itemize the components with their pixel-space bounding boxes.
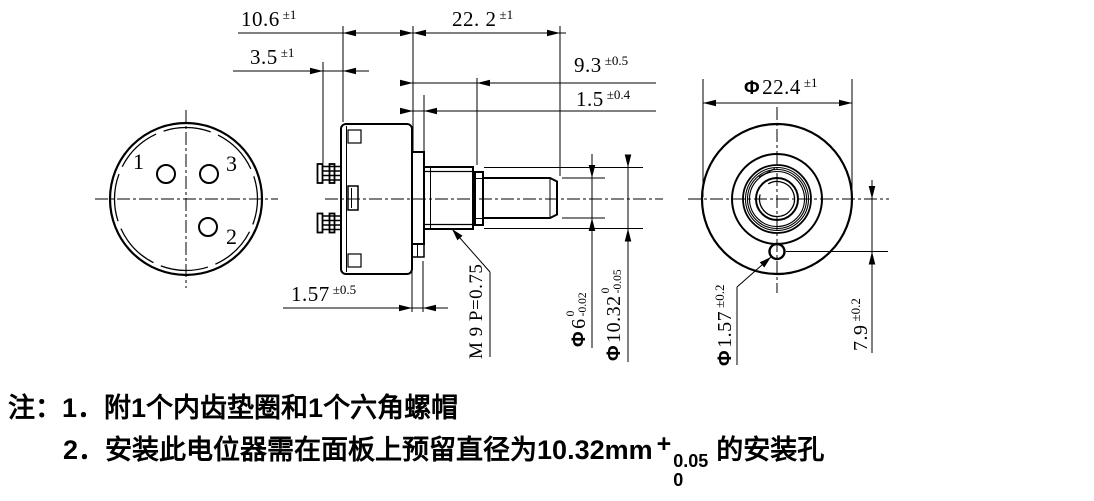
terminal-label-2: 2 bbox=[226, 224, 237, 249]
note-line-1: 注：1．附1个内齿垫圈和1个六角螺帽 bbox=[8, 390, 824, 426]
dim-10-6: 10.6±1 bbox=[241, 7, 297, 31]
dim-1-5: 1.5±0.4 bbox=[576, 87, 631, 111]
note1-text: 附1个内齿垫圈和1个六角螺帽 bbox=[104, 393, 459, 423]
note2-tolerance-plus: + bbox=[656, 430, 672, 458]
side-view bbox=[316, 123, 663, 275]
note2-text-pre: 安装此电位器需在面板上预留直径为10.32mm bbox=[105, 435, 653, 465]
dimension-arrows bbox=[310, 29, 876, 312]
dim-1-57-side: 1.57±0.5 bbox=[291, 282, 357, 306]
note1-number: 1． bbox=[62, 393, 105, 423]
note-prefix: 注： bbox=[8, 393, 62, 423]
dim-m9-thread: M 9 P=0.75 bbox=[466, 263, 487, 359]
dim-phi-22-4: Φ22.4±1 bbox=[744, 75, 818, 99]
terminal-label-1: 1 bbox=[133, 149, 144, 174]
terminal-label-3: 3 bbox=[226, 151, 237, 176]
left-view bbox=[95, 110, 278, 288]
front-view bbox=[688, 107, 889, 293]
note2-number: 2． bbox=[63, 435, 106, 465]
dim-9-3: 9.3±0.5 bbox=[574, 53, 629, 77]
dim-phi-1-57-hole: Φ1.57±0.2 bbox=[712, 284, 736, 367]
dim-3-5: 3.5±1 bbox=[250, 45, 295, 69]
notes-block: 注：1．附1个内齿垫圈和1个六角螺帽 2．安装此电位器需在面板上预留直径为10.… bbox=[8, 390, 824, 490]
dim-22-2: 22. 2±1 bbox=[452, 7, 514, 31]
dim-7-9: 7.9±0.2 bbox=[848, 298, 872, 351]
note2-text-post: 的安装孔 bbox=[716, 435, 825, 465]
terminal-pins bbox=[316, 163, 341, 234]
